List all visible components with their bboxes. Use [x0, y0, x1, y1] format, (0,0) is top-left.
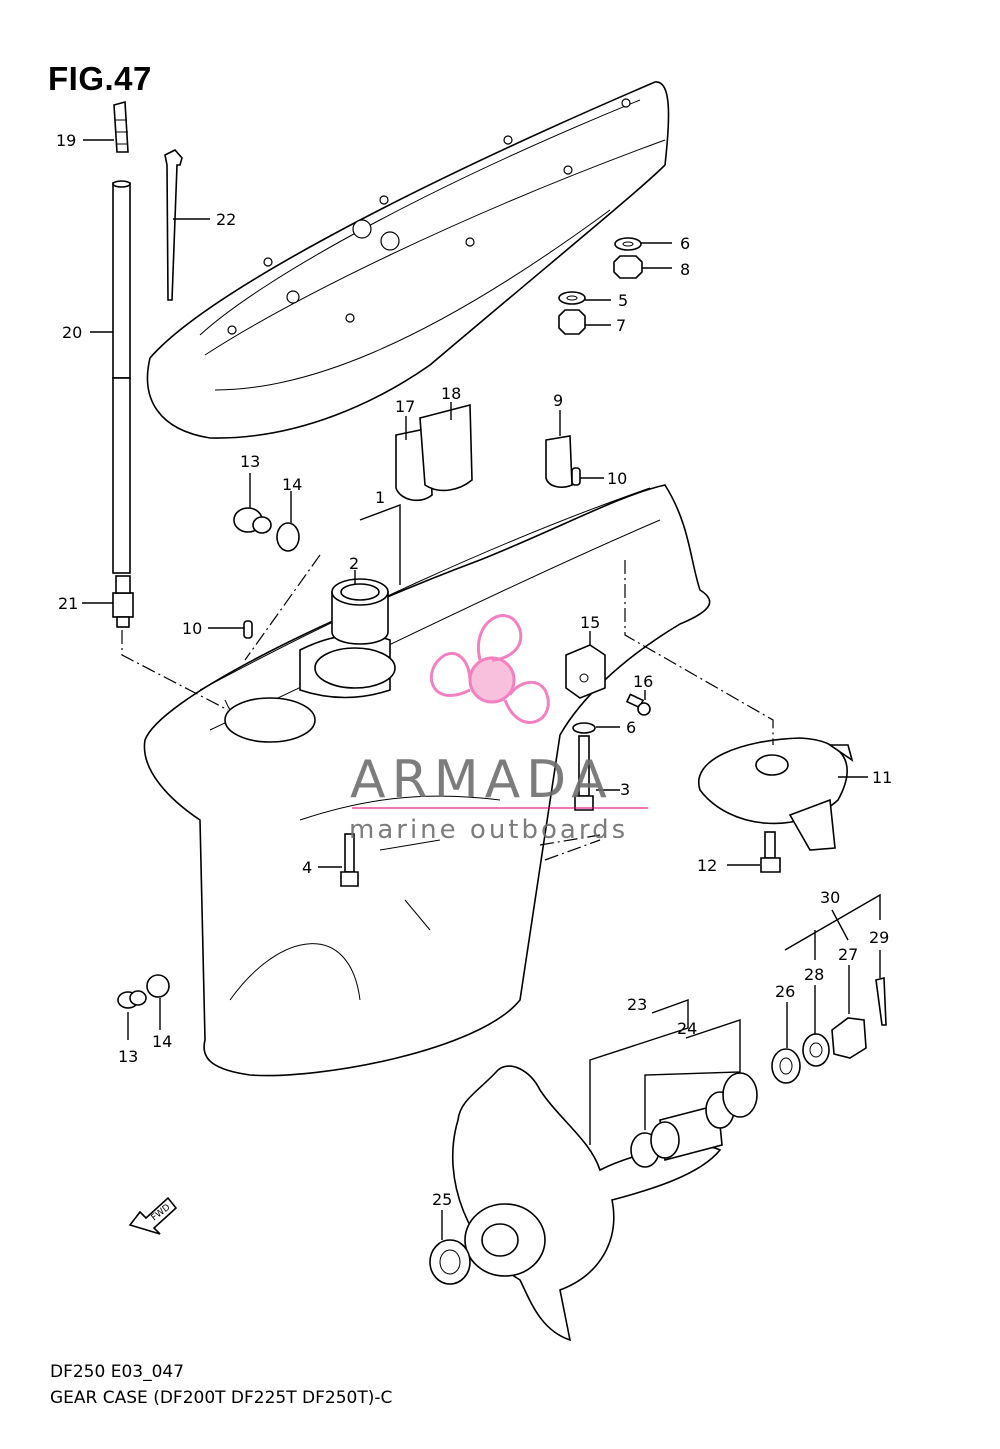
callout-20: 20	[62, 323, 82, 342]
bolt-12	[760, 831, 781, 873]
callout-18: 18	[441, 384, 461, 403]
callout-11: 11	[872, 768, 892, 787]
callout-labels: 1 2 3 4 5 6 6 7 8 9 10 10 11 12 13 13 14…	[56, 131, 892, 1209]
callout-19: 19	[56, 131, 76, 150]
spacer-25	[429, 1239, 471, 1285]
spacer-28	[802, 1033, 830, 1067]
drive-shaft-tube	[112, 180, 131, 574]
callout-6-lower: 6	[626, 718, 636, 737]
callout-23: 23	[627, 995, 647, 1014]
model-code: DF250 E03_047	[50, 1362, 185, 1382]
armada-watermark: ARMADA marine outboards	[349, 614, 648, 845]
callout-16: 16	[633, 672, 653, 691]
bolt-4	[340, 833, 359, 887]
callout-15: 15	[580, 613, 600, 632]
watermark-brand: ARMADA	[350, 750, 613, 810]
cover-9	[545, 435, 573, 488]
callout-6-upper: 6	[680, 234, 690, 253]
callout-9: 9	[553, 391, 563, 410]
figure-caption: GEAR CASE (DF200T DF225T DF250T)-C	[50, 1388, 393, 1408]
callout-5: 5	[618, 291, 628, 310]
callout-13-upper: 13	[240, 452, 260, 471]
propeller-logo-icon	[429, 614, 550, 724]
plug-screw-upper	[233, 507, 272, 534]
callout-7: 7	[616, 316, 626, 335]
plug-screw-lower	[117, 990, 147, 1009]
callout-26: 26	[775, 982, 795, 1001]
callout-13-lower: 13	[118, 1047, 138, 1066]
bushing-24	[630, 1072, 758, 1168]
callout-10-left: 10	[182, 619, 202, 638]
callout-21: 21	[58, 594, 78, 613]
watermark-tagline: marine outboards	[349, 815, 628, 845]
washer-lower	[558, 291, 586, 305]
callout-3: 3	[620, 780, 630, 799]
cotter-pin-29	[875, 976, 887, 1026]
nut-lower	[558, 309, 586, 335]
callout-17: 17	[395, 397, 415, 416]
water-fitting	[112, 575, 134, 628]
propeller	[451, 1065, 722, 1342]
callout-27: 27	[838, 945, 858, 964]
bearing-housing	[331, 578, 389, 645]
leader-lines	[82, 139, 881, 1240]
gasket-lower	[146, 974, 170, 998]
callout-2: 2	[349, 554, 359, 573]
nut-upper	[613, 255, 643, 279]
bolt-16	[625, 693, 651, 716]
callout-4: 4	[302, 858, 312, 877]
bolt-3	[572, 722, 596, 811]
callout-1: 1	[375, 488, 385, 507]
callout-28: 28	[804, 965, 824, 984]
dowel-pin-right	[571, 467, 581, 486]
trim-tab-anode	[697, 737, 854, 851]
callout-10-right: 10	[607, 469, 627, 488]
gasket-upper	[276, 522, 300, 552]
washer-upper	[614, 237, 642, 251]
seal-18	[419, 403, 473, 492]
prop-nut-27	[831, 1017, 867, 1059]
anode-15	[565, 644, 606, 699]
water-tube-grommet	[113, 100, 129, 153]
callout-14-upper: 14	[282, 475, 302, 494]
reference-lines	[121, 554, 774, 861]
fwd-arrow-icon: FWD	[128, 1196, 178, 1235]
cable-tie	[164, 149, 183, 301]
callout-29: 29	[869, 928, 889, 947]
callout-14-lower: 14	[152, 1032, 172, 1051]
callout-25: 25	[432, 1190, 452, 1209]
callout-8: 8	[680, 260, 690, 279]
callout-30: 30	[820, 888, 840, 907]
gear-case-housing	[143, 484, 711, 1077]
callout-24: 24	[677, 1019, 697, 1038]
callout-22: 22	[216, 210, 236, 229]
callout-12: 12	[697, 856, 717, 875]
dowel-pin-left	[243, 620, 253, 639]
anti-ventilation-plate	[146, 81, 670, 439]
washer-26	[771, 1048, 801, 1084]
figure-title: FIG.47	[48, 60, 152, 97]
